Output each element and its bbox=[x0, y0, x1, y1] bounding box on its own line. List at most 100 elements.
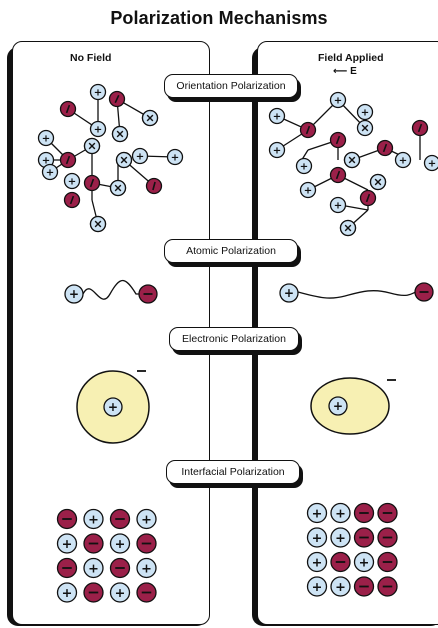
positive-ion-1: + bbox=[89, 120, 107, 138]
dipole-mark bbox=[305, 125, 311, 135]
positive-ion-circle bbox=[41, 163, 59, 181]
positive-ion-r6: + bbox=[295, 157, 313, 175]
nucleus-right: + bbox=[328, 396, 348, 416]
dipole-mark bbox=[417, 123, 423, 133]
neutral-ion-3 bbox=[115, 151, 133, 169]
plus-sign: + bbox=[94, 87, 102, 98]
interfacial-right-negative-2-1 bbox=[330, 551, 351, 573]
dipole-mark bbox=[65, 104, 71, 114]
interfacial-right-negative-3-3 bbox=[377, 576, 398, 597]
plus-sign: + bbox=[300, 161, 308, 172]
cross-mark bbox=[116, 130, 124, 138]
dipole-r6 bbox=[359, 189, 377, 207]
interfacial-right-positive-1-0: + bbox=[306, 527, 328, 548]
cross-mark bbox=[361, 124, 369, 132]
positive-ion-circle bbox=[136, 557, 157, 579]
electron-cloud-right bbox=[310, 377, 390, 435]
positive-ion-circle bbox=[306, 576, 328, 597]
positive-ion-circle bbox=[423, 154, 438, 172]
positive-ion-circle bbox=[306, 527, 328, 548]
positive-ion-circle bbox=[306, 551, 328, 573]
interfacial-left-positive-3-0: + bbox=[56, 582, 78, 603]
right-panel-title: Field Applied bbox=[318, 52, 384, 64]
dipole-l5 bbox=[145, 177, 163, 195]
positive-ion-circle bbox=[295, 157, 313, 175]
cross-mark bbox=[114, 184, 122, 192]
interfacial-left-negative-1-3 bbox=[136, 533, 157, 554]
dipole-l4 bbox=[83, 174, 101, 192]
interfacial-right-positive-0-0: + bbox=[306, 502, 328, 524]
positive-ion-circle bbox=[166, 148, 184, 166]
positive-ion-10: + bbox=[166, 148, 184, 166]
positive-ion-circle bbox=[131, 147, 149, 165]
neutral-ion-r3 bbox=[339, 219, 357, 237]
interfacial-right-positive-2-0: + bbox=[306, 551, 328, 573]
positive-ion-circle bbox=[353, 551, 375, 573]
arrow-left-icon: ⟵ bbox=[333, 66, 348, 77]
cross-mark bbox=[146, 114, 154, 122]
dipole-mark bbox=[152, 181, 156, 191]
positive-ion-13: + bbox=[63, 172, 81, 190]
spring-right bbox=[297, 290, 417, 299]
positive-ion-circle bbox=[109, 582, 131, 603]
cross-mark bbox=[88, 142, 96, 150]
mechanism-label-interfacial: Interfacial Polarization bbox=[166, 460, 300, 484]
atomic-negative-right bbox=[414, 282, 434, 302]
field-direction: ⟵ E bbox=[333, 66, 357, 77]
interfacial-left-negative-0-0 bbox=[56, 508, 78, 530]
positive-ion-circle bbox=[83, 557, 104, 579]
positive-ion-circle bbox=[63, 172, 81, 190]
plus-sign: + bbox=[273, 145, 281, 156]
positive-ion-r11: + bbox=[423, 154, 438, 172]
interfacial-right-negative-3-2 bbox=[353, 576, 375, 597]
cross-mark bbox=[374, 178, 382, 186]
plus-sign: + bbox=[335, 506, 346, 521]
positive-ion-circle bbox=[89, 120, 107, 138]
interfacial-right-negative-0-2 bbox=[353, 502, 375, 524]
positive-ion-circle bbox=[136, 508, 157, 530]
plus-sign: + bbox=[115, 586, 126, 601]
interfacial-right-negative-1-2 bbox=[353, 527, 375, 548]
interfacial-right-negative-2-3 bbox=[377, 551, 398, 573]
plus-sign: + bbox=[334, 95, 342, 106]
cross-mark bbox=[120, 156, 128, 164]
positive-ion-4: + bbox=[37, 129, 55, 147]
positive-ion-circle bbox=[356, 103, 374, 121]
cross-mark bbox=[348, 156, 356, 164]
dipole-mark bbox=[335, 135, 341, 145]
positive-ion-circle bbox=[89, 83, 107, 101]
plus-sign: + bbox=[428, 158, 436, 169]
neutral-ion-2 bbox=[83, 137, 101, 155]
positive-ion-circle bbox=[330, 576, 351, 597]
positive-ion-circle bbox=[328, 396, 348, 416]
plus-sign: + bbox=[115, 537, 126, 552]
dipole-mark bbox=[114, 94, 120, 104]
interfacial-left-negative-0-2 bbox=[109, 508, 131, 530]
neutral-ion-0 bbox=[111, 125, 129, 143]
interfacial-left-positive-3-2: + bbox=[109, 582, 131, 603]
plus-sign: + bbox=[333, 399, 343, 413]
cross-mark bbox=[344, 224, 352, 232]
interfacial-left-positive-2-1: + bbox=[83, 557, 104, 579]
interfacial-left-negative-1-1 bbox=[83, 533, 104, 554]
left-panel-title: No Field bbox=[70, 52, 112, 64]
plus-sign: + bbox=[335, 580, 346, 595]
interfacial-right-positive-3-0: + bbox=[306, 576, 328, 597]
plus-sign: + bbox=[136, 151, 144, 162]
plus-sign: + bbox=[359, 555, 370, 570]
positive-ion-r0: + bbox=[329, 91, 347, 109]
dipole-mark bbox=[335, 170, 341, 180]
positive-ion-r1: + bbox=[268, 107, 286, 125]
positive-ion-r3: + bbox=[356, 103, 374, 121]
plus-sign: + bbox=[312, 531, 323, 546]
dipole-mark bbox=[89, 178, 95, 188]
positive-ion-circle bbox=[64, 284, 84, 304]
positive-ion-circle bbox=[330, 527, 351, 548]
atomic-positive-left: + bbox=[64, 284, 84, 304]
positive-ion-0: + bbox=[89, 83, 107, 101]
plus-sign: + bbox=[88, 561, 99, 576]
plus-sign: + bbox=[68, 176, 76, 187]
positive-ion-circle bbox=[394, 151, 412, 169]
mechanism-label-atomic: Atomic Polarization bbox=[164, 239, 298, 263]
